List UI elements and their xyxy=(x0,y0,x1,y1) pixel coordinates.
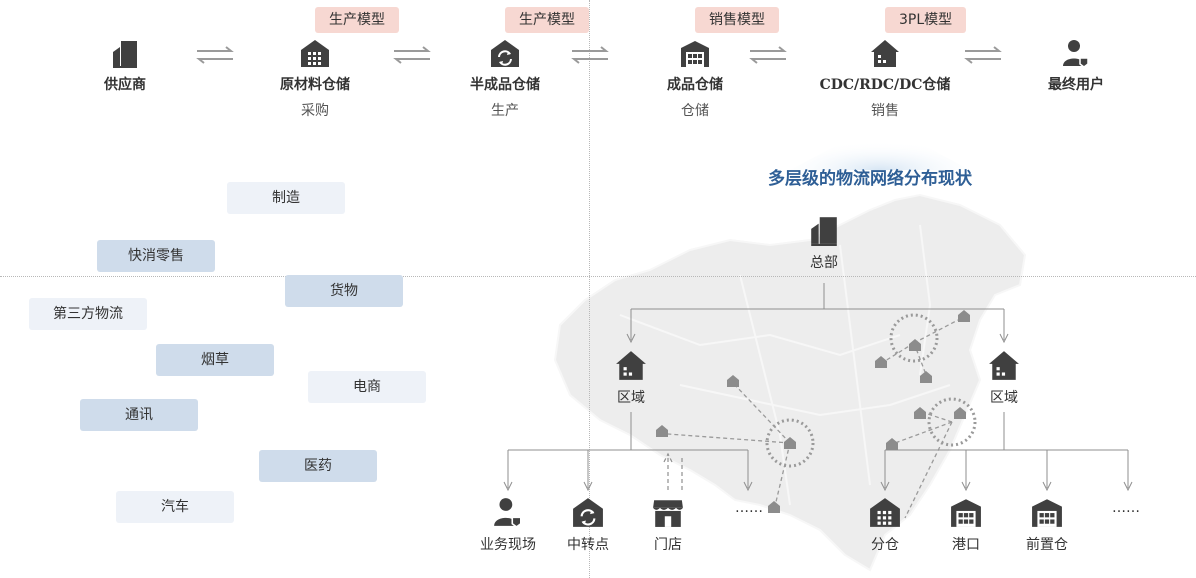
storefront-icon xyxy=(652,496,684,528)
model-badge: 销售模型 xyxy=(695,7,779,33)
recycle-house-icon xyxy=(490,38,520,68)
house-icon xyxy=(988,349,1020,381)
hq-label: 总部 xyxy=(810,255,838,271)
double-arrow-icon xyxy=(749,46,787,64)
china-map-background xyxy=(553,193,1027,572)
model-badge: 生产模型 xyxy=(505,7,589,33)
node-supplier: 供应商 xyxy=(50,38,200,94)
leaf-front-warehouse: 前置仓 xyxy=(1002,496,1092,554)
leaf-label: 前置仓 xyxy=(1026,537,1068,553)
hq-node: 总部 xyxy=(779,214,869,272)
leaf-label: 中转点 xyxy=(567,537,609,553)
leaf-store: 门店 xyxy=(623,496,713,554)
node-sub: 仓储 xyxy=(681,103,709,119)
node-name: 原材料仓储 xyxy=(280,77,350,93)
double-arrow-icon xyxy=(196,46,234,64)
industry-tag: 通讯 xyxy=(80,399,198,431)
user-icon xyxy=(1061,38,1091,68)
double-arrow-icon xyxy=(964,46,1002,64)
node-name: 供应商 xyxy=(104,77,146,93)
leaf-label: 业务现场 xyxy=(480,537,536,553)
building-icon xyxy=(110,38,140,68)
warehouse-grid-icon xyxy=(300,38,330,68)
industry-tag: 货物 xyxy=(285,275,403,307)
storage-icon xyxy=(950,496,982,528)
leaf-label: 门店 xyxy=(654,537,682,553)
node-raw-material-warehouse: 原材料仓储 采购 xyxy=(240,38,390,120)
node-sub: 销售 xyxy=(871,103,899,119)
leaf-port: 港口 xyxy=(921,496,1011,554)
industry-tag: 汽车 xyxy=(116,491,234,523)
horizontal-divider xyxy=(0,276,1196,277)
node-name: 成品仓储 xyxy=(667,77,723,93)
node-name: 最终用户 xyxy=(1048,77,1104,93)
node-distribution-center: CDC/RDC/DC仓储 销售 xyxy=(810,38,960,120)
leaf-label: 港口 xyxy=(952,537,980,553)
industry-tag: 烟草 xyxy=(156,344,274,376)
industry-tag: 制造 xyxy=(227,182,345,214)
region-label: 区域 xyxy=(990,390,1018,406)
leaf-more: …… xyxy=(735,500,763,516)
leaf-transfer-point: 中转点 xyxy=(543,496,633,554)
network-title: 多层级的物流网络分布现状 xyxy=(768,169,972,189)
house-icon xyxy=(615,349,647,381)
highlight-glow xyxy=(790,122,970,170)
vertical-divider xyxy=(589,0,590,578)
storage-icon xyxy=(1031,496,1063,528)
industry-tag: 电商 xyxy=(308,371,426,403)
user-icon xyxy=(492,496,524,528)
node-sub: 生产 xyxy=(491,103,519,119)
warehouse-grid-icon xyxy=(869,496,901,528)
double-arrow-icon xyxy=(571,46,609,64)
node-name: 半成品仓储 xyxy=(470,77,540,93)
recycle-house-icon xyxy=(572,496,604,528)
region-node-right: 区域 xyxy=(959,349,1049,407)
leaf-branch-warehouse: 分仓 xyxy=(840,496,930,554)
industry-tag: 快消零售 xyxy=(97,240,215,272)
model-badge: 3PL模型 xyxy=(885,7,967,33)
region-label: 区域 xyxy=(617,390,645,406)
building-icon xyxy=(808,214,840,246)
leaf-more: …… xyxy=(1112,500,1140,516)
leaf-business-site: 业务现场 xyxy=(463,496,553,554)
double-arrow-icon xyxy=(393,46,431,64)
node-finished-warehouse: 成品仓储 仓储 xyxy=(620,38,770,120)
leaf-label: 分仓 xyxy=(871,537,899,553)
storage-icon xyxy=(680,38,710,68)
region-node-left: 区域 xyxy=(586,349,676,407)
node-sub: 采购 xyxy=(301,103,329,119)
node-semi-finished-warehouse: 半成品仓储 生产 xyxy=(430,38,580,120)
model-badge: 生产模型 xyxy=(315,7,399,33)
node-end-user: 最终用户 xyxy=(1001,38,1151,94)
house-icon xyxy=(870,38,900,68)
industry-tag: 第三方物流 xyxy=(29,298,147,330)
node-name: CDC/RDC/DC仓储 xyxy=(819,77,951,93)
industry-tag: 医药 xyxy=(259,450,377,482)
